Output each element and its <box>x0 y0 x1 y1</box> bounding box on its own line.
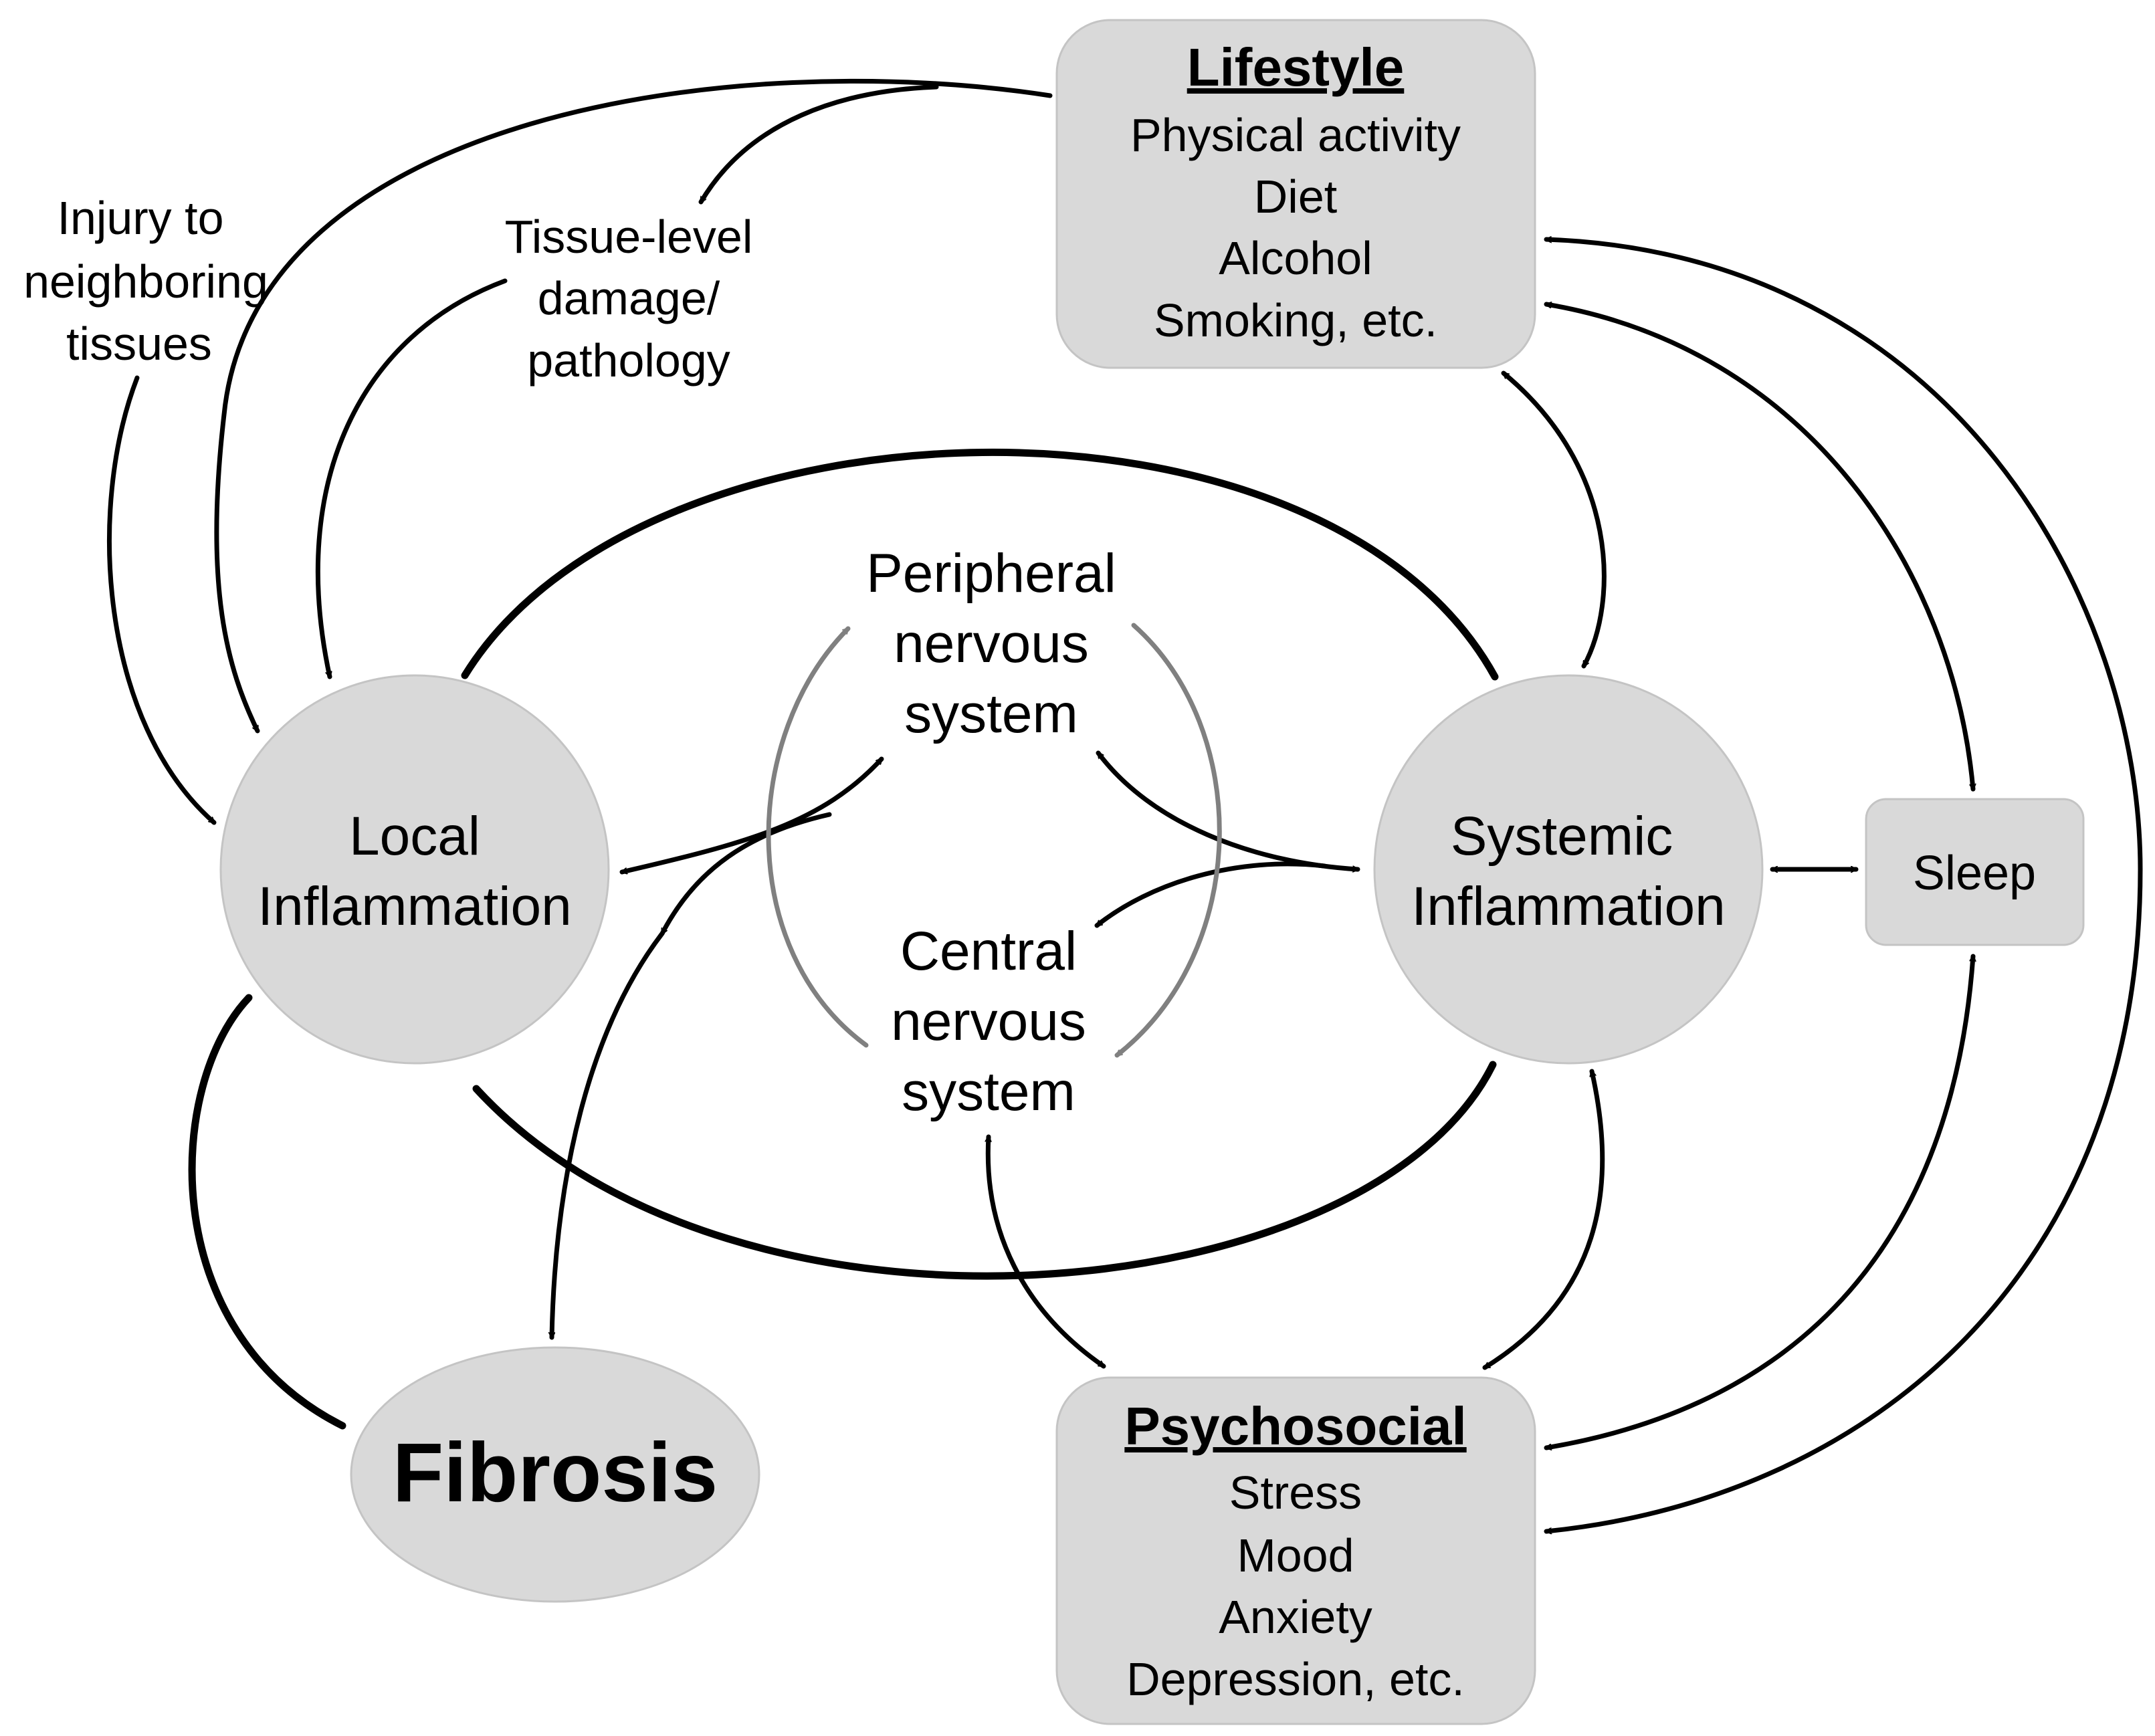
injury-line: neighboring <box>23 255 268 308</box>
arrow-lifestyle-systemic <box>1501 370 1607 669</box>
arrow-nervous-fibrosis <box>552 812 832 1337</box>
arrow-cns-to-pns <box>766 626 869 1048</box>
arrow-tissue-damage-to-local <box>315 278 508 679</box>
arrow-local-fibrosis <box>188 994 346 1430</box>
sleep-node: Sleep <box>1865 798 2085 946</box>
systemic-inflammation-node: Systemic Inflammation <box>1373 674 1764 1065</box>
injury-line: Injury to <box>58 192 224 244</box>
systemic-inflammation-label: Systemic <box>1451 806 1673 867</box>
fibrosis-node: Fibrosis <box>350 1346 760 1603</box>
arrow-injury-to-local <box>107 375 217 825</box>
injury-label: Injury to neighboring tissues <box>23 192 268 370</box>
arrow-lifestyle-sleep <box>1544 304 1973 792</box>
arrow-sleep-psychosocial <box>1544 954 1973 1448</box>
lifestyle-title: Lifestyle <box>1187 37 1405 97</box>
psychosocial-item: Anxiety <box>1219 1591 1372 1643</box>
psychosocial-item: Mood <box>1237 1529 1354 1582</box>
local-inflammation-node: Local Inflammation <box>219 674 610 1065</box>
sleep-label: Sleep <box>1913 847 2036 900</box>
cns-line: nervous <box>891 991 1086 1052</box>
injury-line: tissues <box>66 318 212 370</box>
arrow-lifestyle-psychosocial <box>1544 239 2143 1531</box>
psychosocial-title: Psychosocial <box>1124 1396 1466 1456</box>
psychosocial-item: Depression, etc. <box>1126 1653 1465 1705</box>
lifestyle-item: Diet <box>1254 171 1337 223</box>
arrow-lifestyle-to-local <box>214 78 1053 734</box>
fibrosis-label: Fibrosis <box>393 1426 718 1519</box>
local-inflammation-label: Inflammation <box>258 876 571 937</box>
arrow-local-to-systemic <box>461 449 1499 681</box>
cns-line: system <box>902 1061 1075 1122</box>
peripheral-nervous-system-label: Peripheral nervous system <box>866 543 1116 744</box>
local-inflammation-label: Local <box>349 806 480 867</box>
cns-line: Central <box>900 921 1077 982</box>
central-nervous-system-label: Central nervous system <box>891 921 1086 1122</box>
lifestyle-item: Alcohol <box>1219 232 1372 284</box>
arrow-lifestyle-to-tissue-damage <box>698 84 939 205</box>
systemic-inflammation-label: Inflammation <box>1411 876 1725 937</box>
tissue-damage-label: Tissue-level damage/ pathology <box>505 211 753 387</box>
pns-line: Peripheral <box>866 543 1116 604</box>
tissue-damage-line: pathology <box>527 334 730 387</box>
arrow-systemic-cns <box>1094 861 1327 928</box>
arrow-systemic-psychosocial <box>1482 1069 1605 1370</box>
tissue-damage-line: Tissue-level <box>505 211 753 263</box>
arrow-local-pns <box>619 756 884 872</box>
lifestyle-item: Smoking, etc. <box>1154 294 1437 346</box>
psychosocial-node: Psychosocial Stress Mood Anxiety Depress… <box>1055 1376 1536 1725</box>
psychosocial-item: Stress <box>1229 1467 1362 1519</box>
lifestyle-item: Physical activity <box>1130 109 1461 161</box>
arrow-systemic-pns <box>1096 750 1360 869</box>
pns-line: nervous <box>894 613 1089 674</box>
arrow-pns-to-cns <box>1114 623 1222 1058</box>
arrow-cns-psychosocial <box>988 1134 1106 1369</box>
pns-line: system <box>904 683 1078 744</box>
lifestyle-node: Lifestyle Physical activity Diet Alcohol… <box>1055 19 1536 369</box>
tissue-damage-line: damage/ <box>538 272 720 324</box>
